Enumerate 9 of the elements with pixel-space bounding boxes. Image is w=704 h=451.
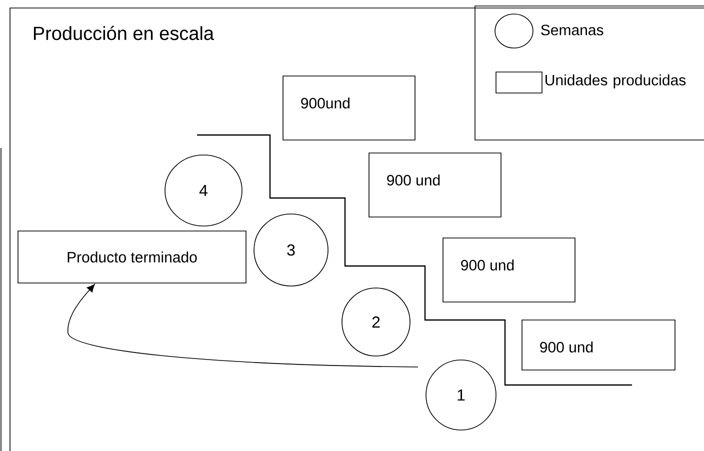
legend-text: Semanas <box>541 24 604 36</box>
units-box: 900und <box>282 76 416 140</box>
units-box: 900 und <box>368 152 502 218</box>
curved-arrow <box>68 284 418 368</box>
units-box: Producto terminado <box>18 230 246 284</box>
title: Producción en escala <box>34 26 214 40</box>
legend-text: Unidades producidas <box>546 74 686 88</box>
units-box: 900 und <box>522 320 676 370</box>
units-box: 900 und <box>442 238 576 302</box>
